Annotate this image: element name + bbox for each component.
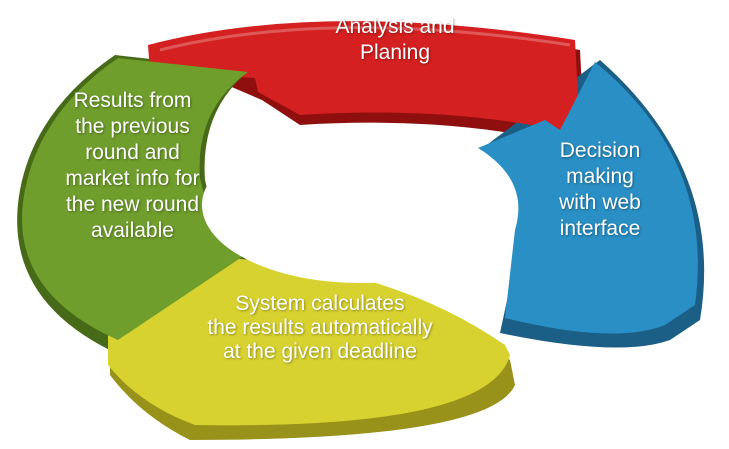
segment-label-results-previous-round: Results from the previous round and mark… bbox=[65, 89, 200, 242]
segment-red bbox=[148, 21, 580, 136]
center-hole bbox=[202, 127, 518, 283]
segment-yellow bbox=[108, 257, 510, 426]
segment-label-system-calculates: System calculates the results automatica… bbox=[207, 292, 433, 363]
highlight-arc bbox=[159, 26, 571, 52]
segment-label-decision-making: Decision making with web interface bbox=[559, 139, 641, 240]
segment-label-analysis-and-planing: Analysis and Planing bbox=[335, 15, 455, 64]
segment-green bbox=[21, 58, 248, 340]
segment-blue bbox=[478, 62, 698, 334]
